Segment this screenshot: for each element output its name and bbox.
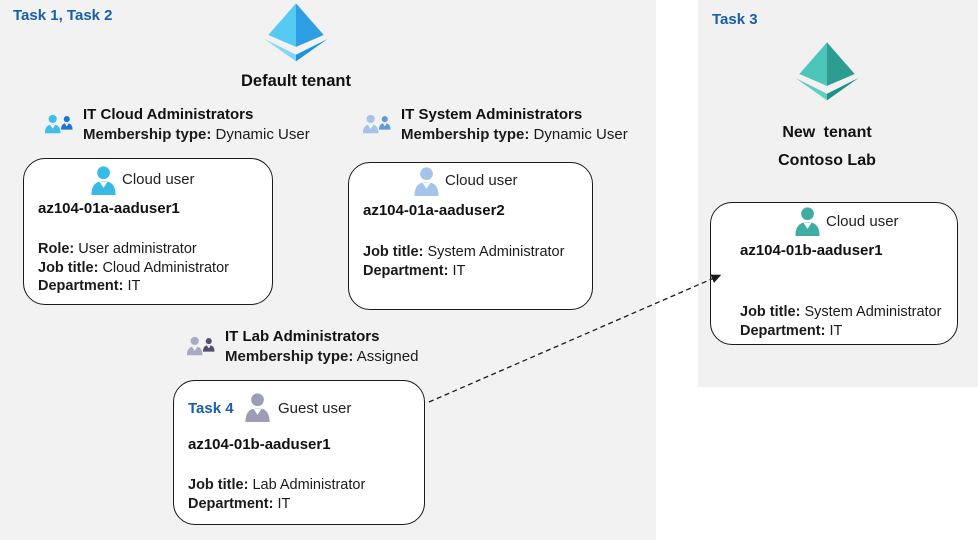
user-fields: Job title: System Administrator Departme…	[740, 303, 941, 340]
new-tenant-title-line2: Contoso Lab	[778, 152, 876, 169]
guest-user-card-aaduser1: Task 4 Guest user az104-01b-aaduser1 Job…	[173, 380, 425, 525]
group-membership: Membership type: Dynamic User	[401, 126, 628, 143]
task-4-label: Task 4	[188, 400, 234, 417]
group-it-cloud-administrators: IT Cloud Administrators Membership type:…	[44, 105, 310, 146]
group-title: IT Cloud Administrators	[83, 106, 254, 123]
group-membership: Membership type: Dynamic User	[83, 126, 310, 143]
user-card-aaduser2: Cloud user az104-01a-aaduser2 Job title:…	[348, 162, 593, 310]
username: az104-01b-aaduser1	[740, 242, 883, 259]
group-it-system-administrators: IT System Administrators Membership type…	[362, 105, 628, 146]
user-fields: Role: User administrator Job title: Clou…	[38, 240, 229, 296]
username: az104-01b-aaduser1	[188, 436, 331, 453]
default-tenant-title: Default tenant	[240, 72, 351, 90]
username: az104-01a-aaduser2	[363, 202, 505, 219]
cloud-user-icon	[794, 207, 821, 236]
user-type-label: Cloud user	[122, 171, 195, 188]
user-fields: Job title: Lab Administrator Department:…	[188, 476, 365, 513]
field-job-title: Job title: Lab Administrator	[188, 477, 366, 493]
group-users-icon	[186, 336, 215, 356]
group-users-icon	[362, 114, 391, 134]
user-type-label: Guest user	[278, 400, 352, 417]
user-type-label: Cloud user	[826, 213, 899, 230]
field-department: Department: IT	[188, 495, 291, 512]
group-title: IT System Administrators	[401, 106, 583, 123]
group-it-lab-administrators: IT Lab Administrators Membership type: A…	[186, 327, 418, 368]
cloud-user-icon	[90, 166, 117, 195]
user-fields: Job title: System Administrator Departme…	[363, 243, 564, 280]
field-department: Department: IT	[740, 322, 843, 339]
user-card-aaduser1: Cloud user az104-01a-aaduser1 Role: User…	[23, 158, 273, 305]
guest-user-icon	[244, 393, 271, 422]
field-role: Role: User administrator	[38, 241, 197, 257]
new-tenant-title-line1: New tenant	[782, 124, 872, 141]
task-3-label: Task 3	[712, 11, 758, 28]
azure-tenant-diamond-teal-icon	[795, 42, 859, 101]
user-type-label: Cloud user	[445, 172, 518, 189]
group-membership: Membership type: Assigned	[225, 348, 419, 365]
cloud-user-icon	[413, 167, 440, 196]
field-job-title: Job title: System Administrator	[740, 304, 942, 320]
field-job-title: Job title: System Administrator	[363, 244, 565, 260]
field-job-title: Job title: Cloud Administrator	[38, 259, 229, 276]
azure-tenant-diamond-blue-icon	[264, 3, 328, 62]
group-users-icon	[44, 114, 73, 134]
username: az104-01a-aaduser1	[38, 200, 180, 217]
field-department: Department: IT	[38, 278, 141, 294]
field-department: Department: IT	[363, 262, 466, 279]
task-1-2-label: Task 1, Task 2	[13, 7, 113, 24]
new-tenant-user-card: Cloud user az104-01b-aaduser1 Job title:…	[710, 202, 958, 345]
group-title: IT Lab Administrators	[225, 328, 380, 345]
